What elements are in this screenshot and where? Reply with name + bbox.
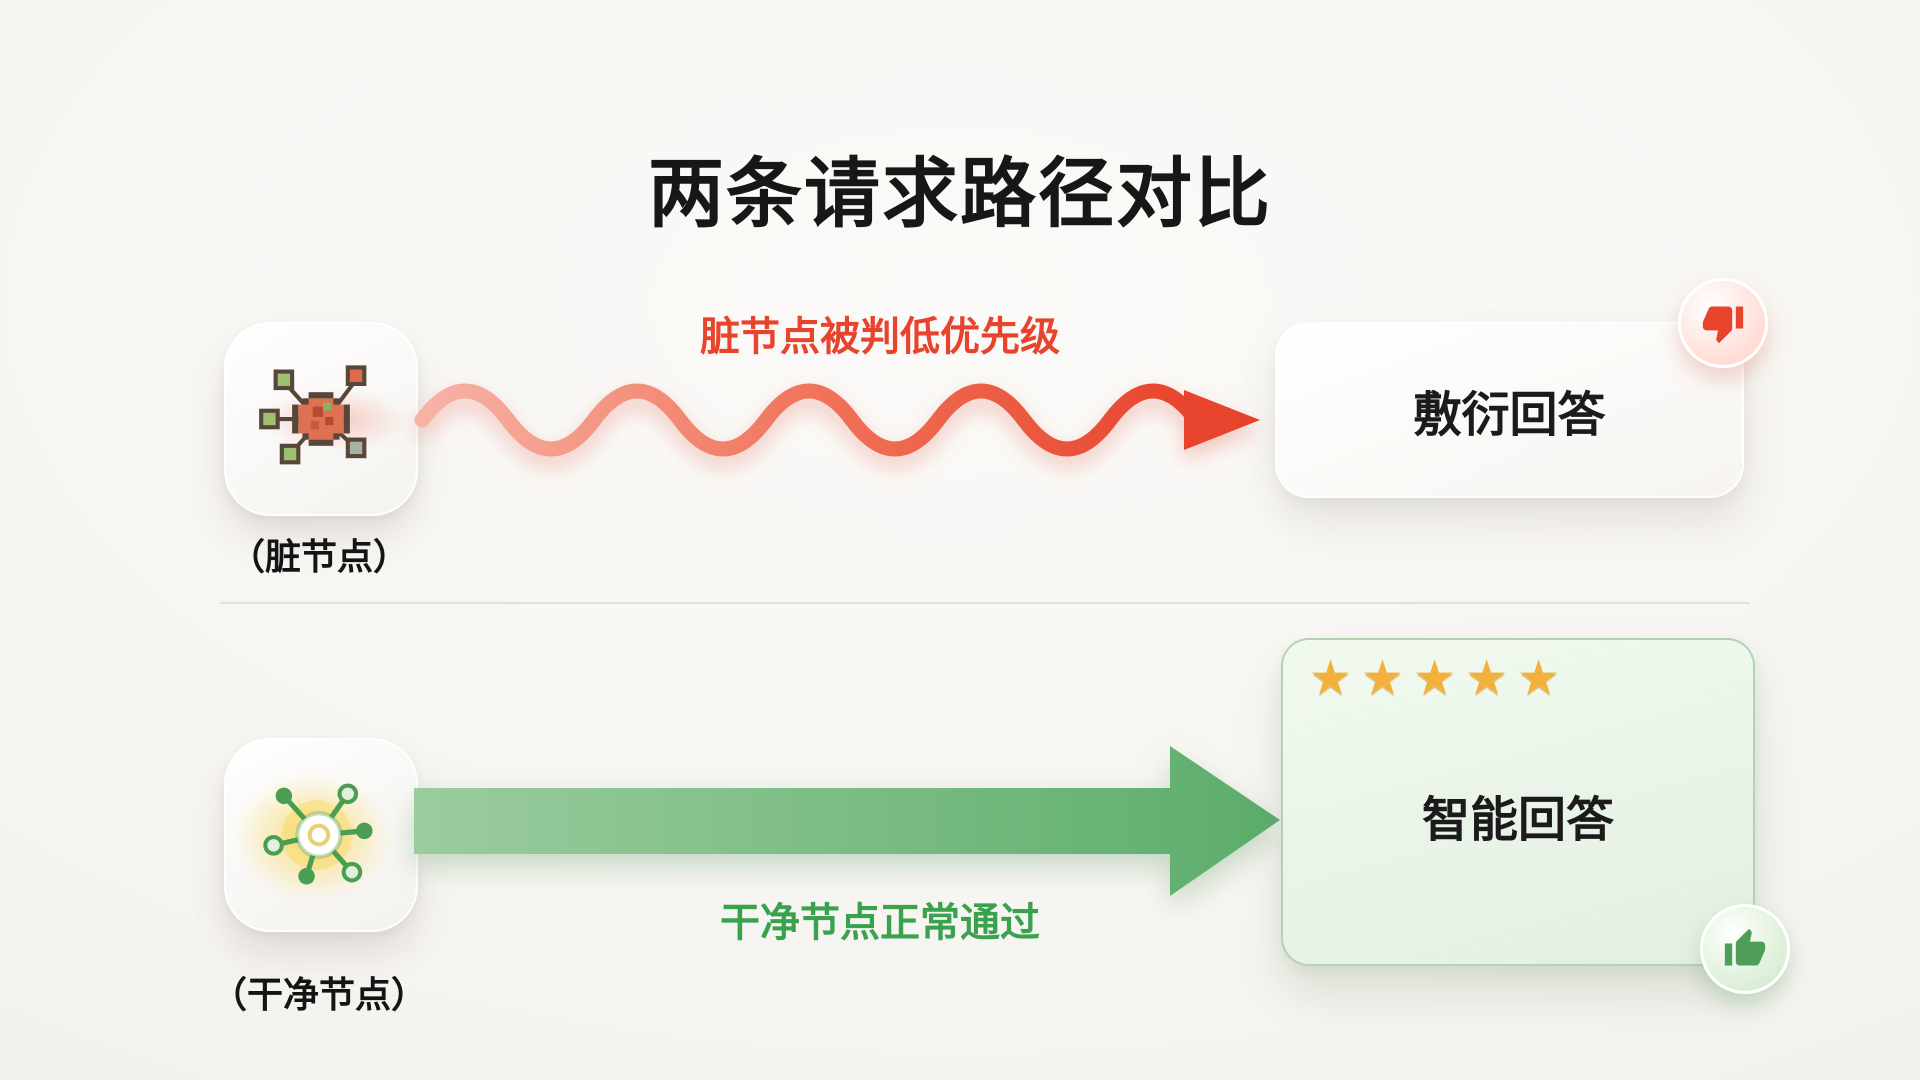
thumbs-up-badge (1700, 904, 1790, 994)
thumbs-down-badge (1678, 278, 1768, 368)
clean-node-label: （干净节点） (210, 974, 427, 1015)
thumbs-up-icon (1724, 928, 1766, 966)
smart-answer-card: ★★★★★ 智能回答 (1281, 638, 1755, 966)
perfunctory-answer-card: 敷衍回答 (1275, 322, 1744, 498)
glowing-hub-icon (263, 783, 373, 885)
red-wavy-arrow (414, 383, 1260, 457)
page-title: 两条请求路径对比 (648, 152, 1272, 237)
green-straight-arrow (414, 746, 1280, 896)
low-priority-label: 脏节点被判低优先级 (700, 315, 1060, 359)
clean-node-tile (224, 738, 418, 932)
dirty-node-tile (224, 322, 418, 516)
normal-pass-label: 干净节点正常通过 (720, 901, 1040, 945)
section-divider (220, 602, 1750, 604)
perfunctory-answer-text: 敷衍回答 (1413, 389, 1606, 442)
smart-answer-text: 智能回答 (1421, 794, 1614, 847)
thumbs-down-icon (1702, 306, 1744, 344)
dirty-node-label: （脏节点） (228, 536, 409, 577)
pixel-virus-icon (259, 365, 367, 465)
star-rating: ★★★★★ (1309, 652, 1570, 705)
